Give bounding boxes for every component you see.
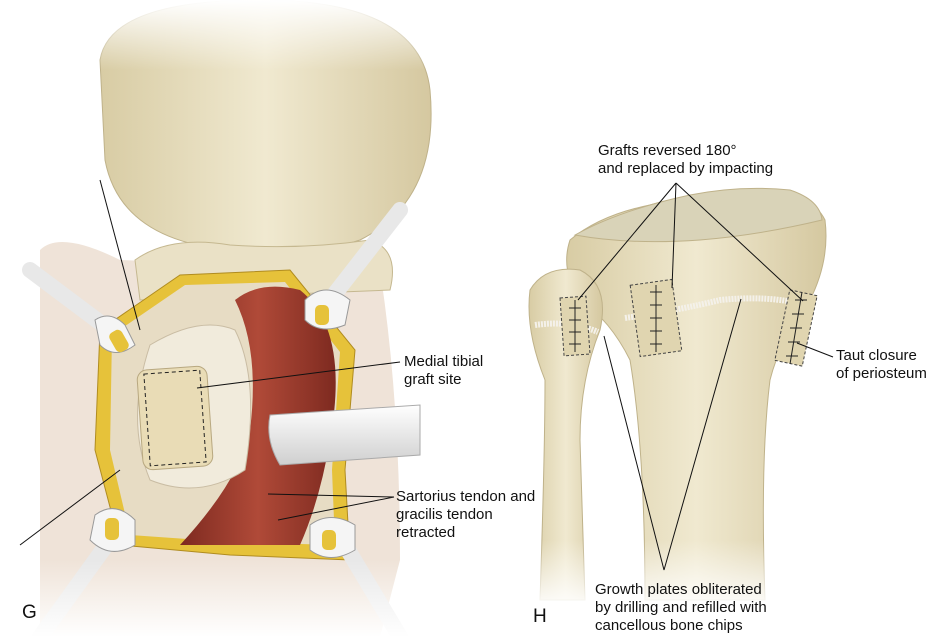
label-line: Medial tibial: [404, 353, 484, 370]
label-line: Taut closure: [836, 347, 917, 364]
graft-tibia-center: [629, 278, 683, 358]
graft-outline-dashed: [143, 369, 207, 467]
label-line: gracilis tendon: [396, 506, 493, 523]
label-medial-tibial-graft-site: Medial tibial graft site: [404, 353, 483, 389]
graft-fibula: [559, 295, 591, 357]
panel-label-h: H: [533, 606, 547, 627]
label-line: Grafts reversed 180°: [598, 142, 737, 159]
label-line: by drilling and refilled with: [595, 599, 767, 616]
label-line: and replaced by impacting: [598, 160, 774, 177]
retractor-upper-right: [304, 202, 408, 330]
label-line: Growth plates obliterated: [595, 581, 762, 598]
tibia-fibula-view: [520, 187, 840, 610]
tibial-plateau-top: [573, 187, 823, 243]
retractor-upper-left: [22, 262, 136, 353]
graft-tibia-lateral: [774, 289, 818, 367]
panel-label-g: G: [22, 602, 37, 623]
label-taut-closure: Taut closure of periosteum: [836, 347, 927, 383]
sartorius-gracilis-muscle: [180, 286, 336, 545]
label-line: Sartorius tendon and: [396, 488, 536, 505]
leader-lines: [196, 182, 834, 571]
label-line: graft site: [404, 371, 462, 388]
label-line: cancellous bone chips: [595, 617, 743, 634]
label-growth-plates: Growth plates obliterated by drilling an…: [595, 581, 767, 635]
label-line: retracted: [396, 524, 456, 541]
retractor-blade: [268, 404, 421, 466]
knee-surgical-view: [0, 0, 460, 637]
label-grafts-reversed: Grafts reversed 180° and replaced by imp…: [598, 142, 773, 178]
label-sartorius-gracilis: Sartorius tendon and gracilis tendon ret…: [396, 488, 535, 542]
label-line: of periosteum: [836, 365, 927, 382]
tibia: [566, 193, 827, 601]
graft-block: [136, 365, 214, 471]
